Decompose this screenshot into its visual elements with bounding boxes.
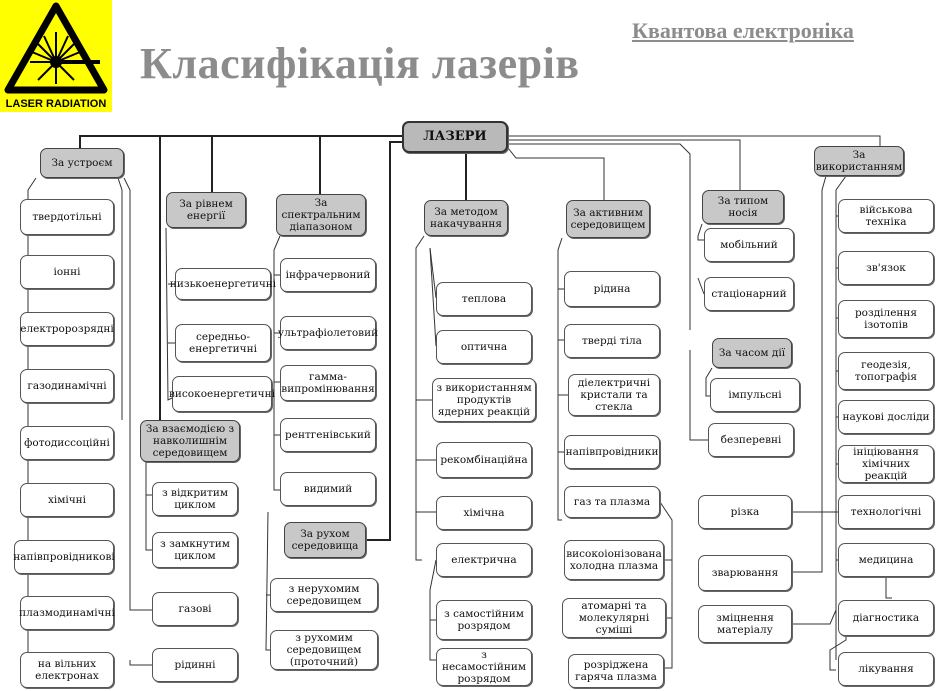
carrier-item[interactable]: стаціонарний [704, 277, 794, 311]
usage-item[interactable]: технологічні [838, 495, 934, 529]
carrier-item[interactable]: мобільний [704, 228, 794, 262]
course-subtitle: Квантова електроніка [632, 18, 854, 43]
motion-item[interactable]: з нерухомим середовищем [270, 578, 378, 612]
usage-item[interactable]: лікування [838, 652, 934, 686]
pumping-item[interactable]: теплова [436, 282, 532, 316]
tech-item[interactable]: різка [698, 495, 792, 529]
medium-item[interactable]: газ та плазма [564, 486, 660, 518]
category-device[interactable]: За устроєм [40, 148, 124, 178]
device-item[interactable]: фотодиссоційні [20, 426, 114, 460]
time-item[interactable]: безперевні [708, 423, 794, 457]
environment-item[interactable]: рідинні [152, 648, 238, 682]
medium-item[interactable]: діелектричні кристали та стекла [568, 374, 660, 416]
usage-item[interactable]: медицина [838, 543, 934, 577]
spectral-item[interactable]: гамма-випромінювання [280, 365, 376, 401]
root-node-lasers[interactable]: ЛАЗЕРИ [402, 121, 508, 153]
category-pumping[interactable]: За методом накачування [424, 200, 508, 236]
laser-warning-icon [4, 2, 108, 94]
category-environment[interactable]: За взаємодією з навколишнім середовищем [140, 420, 240, 462]
electric-item[interactable]: з несамостійним розрядом [436, 648, 532, 686]
medium-item[interactable]: рідина [564, 271, 660, 307]
motion-item[interactable]: з рухомим середовищем (проточний) [270, 630, 378, 670]
tech-item[interactable]: зміцнення матеріалу [698, 605, 792, 643]
category-time[interactable]: За часом дії [712, 338, 792, 368]
device-item[interactable]: хімічні [20, 483, 114, 517]
medium-item[interactable]: напівпровідники [564, 435, 660, 469]
pumping-item[interactable]: оптична [436, 330, 532, 364]
medium-item[interactable]: тверді тіла [564, 324, 660, 358]
category-energy[interactable]: За рівнем енергії [166, 192, 246, 228]
device-item[interactable]: газодинамічні [20, 369, 114, 403]
device-item[interactable]: іонні [20, 255, 114, 289]
device-item[interactable]: електророзрядні [20, 312, 114, 346]
pumping-item[interactable]: електрична [436, 543, 532, 577]
usage-item[interactable]: наукові досліди [838, 400, 934, 434]
environment-item[interactable]: газові [152, 592, 238, 626]
spectral-item[interactable]: ультрафіолетовий [278, 316, 378, 350]
energy-item[interactable]: високоенергетичні [169, 376, 275, 412]
time-item[interactable]: імпульсні [710, 378, 800, 412]
logo-label: LASER RADIATION [5, 98, 107, 110]
electric-item[interactable]: з самостійним розрядом [436, 600, 532, 640]
usage-item[interactable]: геодезія, топографія [838, 352, 934, 390]
tech-item[interactable]: зварювання [698, 555, 792, 591]
energy-item[interactable]: середньо-енергетичні [175, 324, 271, 362]
energy-item[interactable]: низькоенергетичні [170, 268, 276, 300]
usage-item[interactable]: розділення ізотопів [838, 300, 934, 338]
pumping-item[interactable]: хімічна [436, 496, 532, 530]
category-carrier[interactable]: За типом носія [702, 190, 784, 224]
spectral-item[interactable]: видимий [280, 472, 376, 506]
category-motion[interactable]: За рухом середовища [284, 522, 366, 558]
page-title: Класифікація лазерів [140, 39, 580, 88]
spectral-item[interactable]: рентгенівський [280, 418, 376, 452]
device-item[interactable]: твердотільні [20, 199, 114, 235]
laser-radiation-logo: LASER RADIATION [0, 0, 112, 112]
spectral-item[interactable]: інфрачервоний [280, 258, 376, 292]
pumping-item[interactable]: з використанням продуктів ядерних реакці… [432, 378, 536, 422]
environment-item[interactable]: з відкритим циклом [152, 482, 238, 516]
pumping-item[interactable]: рекомбінаційна [436, 442, 532, 478]
plasma-item[interactable]: розріджена гаряча плазма [568, 654, 664, 688]
category-medium[interactable]: За активним середовищем [566, 200, 650, 238]
usage-item[interactable]: зв'язок [838, 251, 934, 285]
environment-item[interactable]: з замкнутим циклом [152, 532, 238, 568]
usage-item[interactable]: військова техніка [838, 199, 934, 233]
usage-item[interactable]: діагностика [838, 600, 934, 636]
category-usage[interactable]: За використанням [814, 146, 904, 176]
device-item[interactable]: плазмодинамічні [19, 596, 115, 630]
device-item[interactable]: напівпровідникові [13, 540, 115, 574]
plasma-item[interactable]: атомарні та молекулярні суміші [562, 598, 666, 638]
device-item[interactable]: на вільних електронах [20, 652, 114, 688]
usage-item[interactable]: ініціювання хімічних реакцій [838, 445, 934, 483]
plasma-item[interactable]: високоіонізована холодна плазма [564, 540, 664, 580]
category-spectral[interactable]: За спектральним діапазоном [276, 194, 366, 236]
